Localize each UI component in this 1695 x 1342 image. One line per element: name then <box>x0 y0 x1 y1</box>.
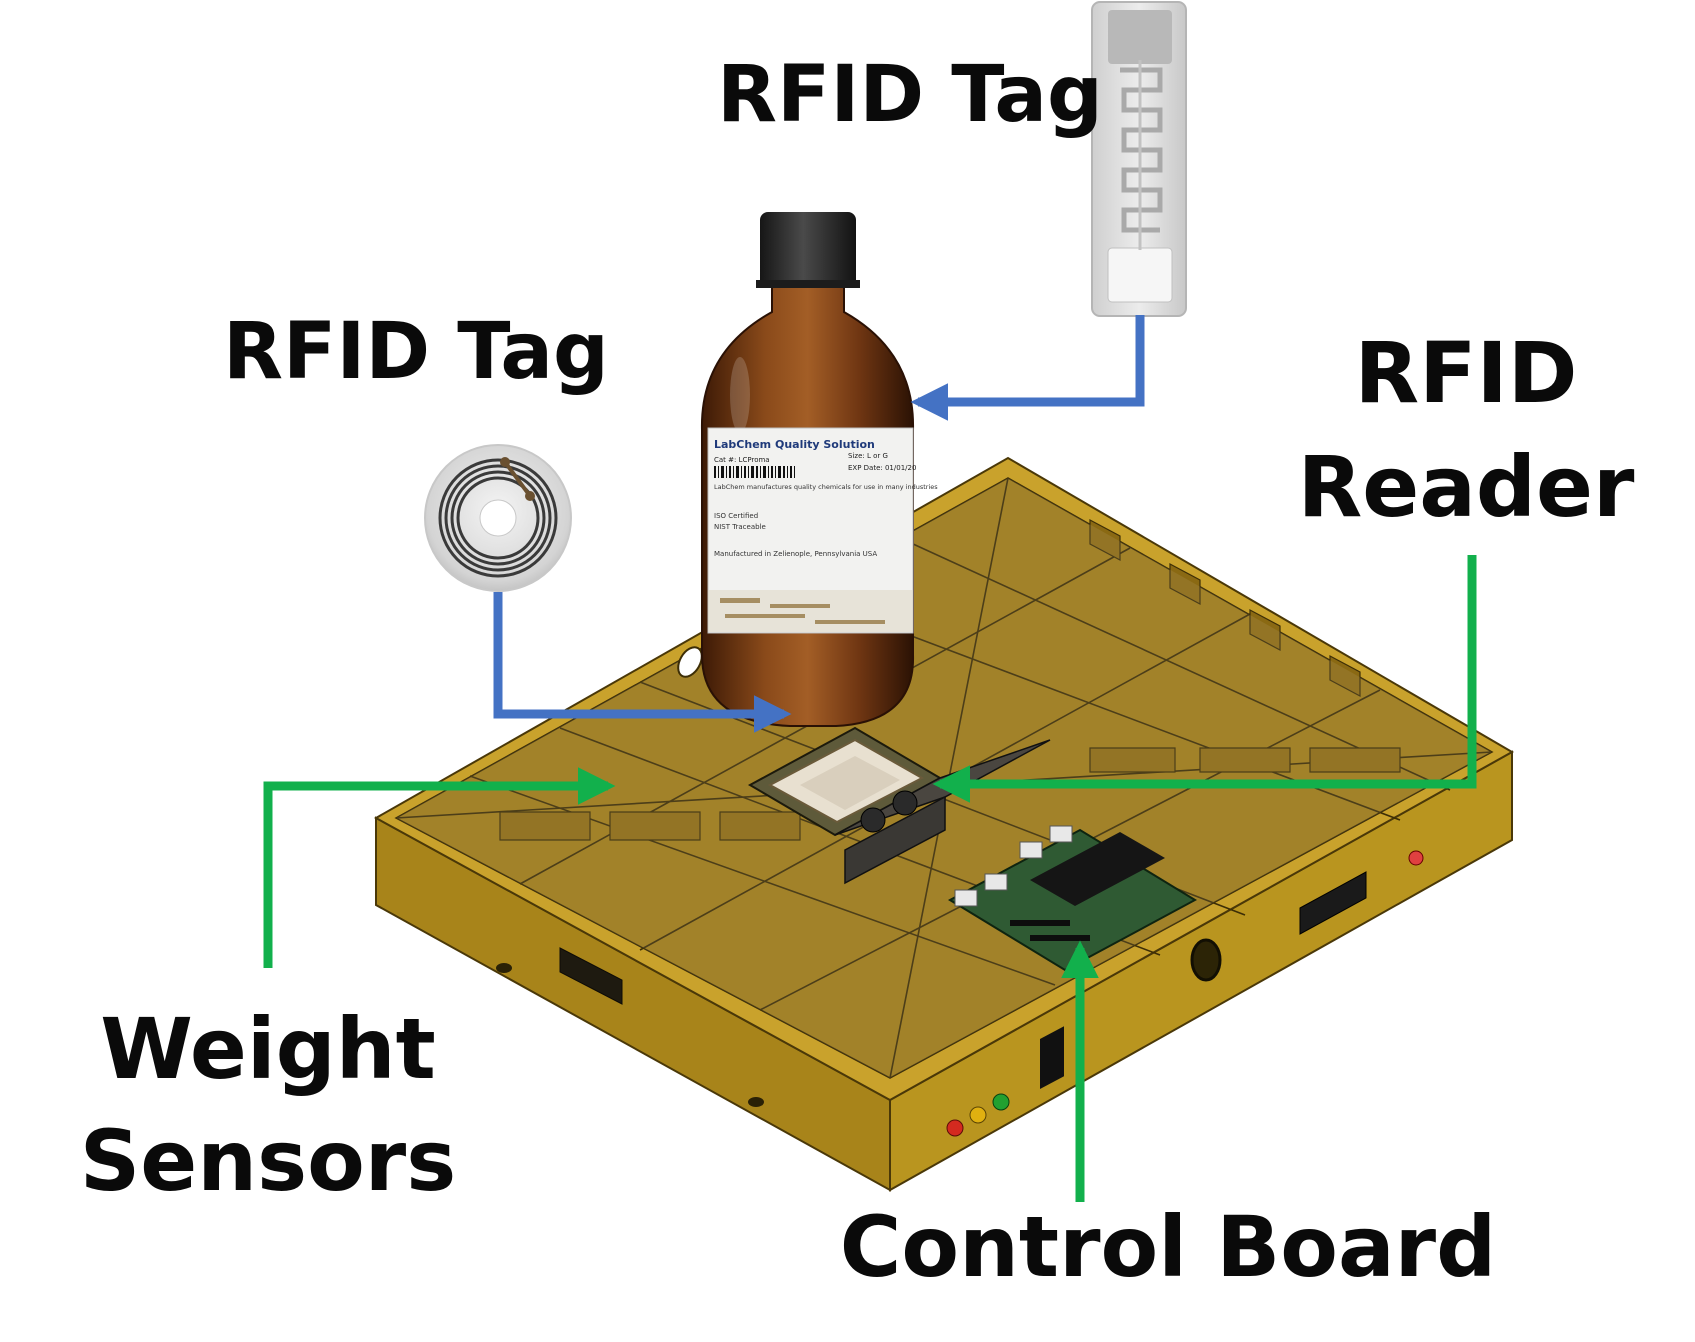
arrow-weight-sensors <box>263 767 616 968</box>
control-board-module <box>947 825 1198 972</box>
bottle-exp: EXP Date: 01/01/20 <box>848 464 916 472</box>
power-jack <box>1190 938 1222 982</box>
nfc-disc-tag <box>424 444 572 592</box>
bottle-size: Size: L or G <box>848 452 888 460</box>
screw-hole-1 <box>496 963 512 973</box>
bottle-brand: LabChem Quality Solution <box>714 438 875 451</box>
arrow-disc-tag-to-bottle <box>493 592 792 733</box>
reset-button <box>1408 850 1424 866</box>
label-weight-sensors-2: Sensors <box>80 1112 456 1210</box>
tray-rib-walls <box>499 519 1401 841</box>
arrow-reader <box>932 555 1477 803</box>
bottle-cat: Cat #: LCProma <box>714 456 770 464</box>
label-control-board: Control Board <box>840 1198 1496 1296</box>
bottle-barcode <box>714 466 795 478</box>
led-yellow <box>969 1106 987 1124</box>
screw-hole-2 <box>748 1097 764 1107</box>
bottle-desc: LabChem manufactures quality chemicals f… <box>714 483 938 491</box>
bottle-cert2: NIST Traceable <box>714 523 766 531</box>
arrow-strip-tag-to-bottle <box>910 315 1145 421</box>
label-rfid-tag-left: RFID Tag <box>223 307 609 397</box>
label-weight-sensors-1: Weight <box>100 1000 436 1098</box>
led-green <box>992 1093 1010 1111</box>
label-rfid-reader-2: Reader <box>1298 438 1635 536</box>
bottle-cert1: ISO Certified <box>714 512 758 520</box>
reagent-bottle: LabChem Quality Solution Cat #: LCProma … <box>700 212 938 727</box>
led-red <box>946 1119 964 1137</box>
power-switch <box>1040 1026 1064 1090</box>
uhf-rfid-strip-tag <box>1091 1 1187 317</box>
usb-port <box>559 947 623 1005</box>
bottle-made: Manufactured in Zelienople, Pennsylvania… <box>714 550 877 558</box>
label-rfid-reader-1: RFID <box>1354 324 1577 422</box>
lid-hole <box>677 646 703 678</box>
label-rfid-tag-top: RFID Tag <box>717 50 1103 140</box>
bottle-cap <box>760 212 856 288</box>
display-slot <box>1299 871 1367 935</box>
